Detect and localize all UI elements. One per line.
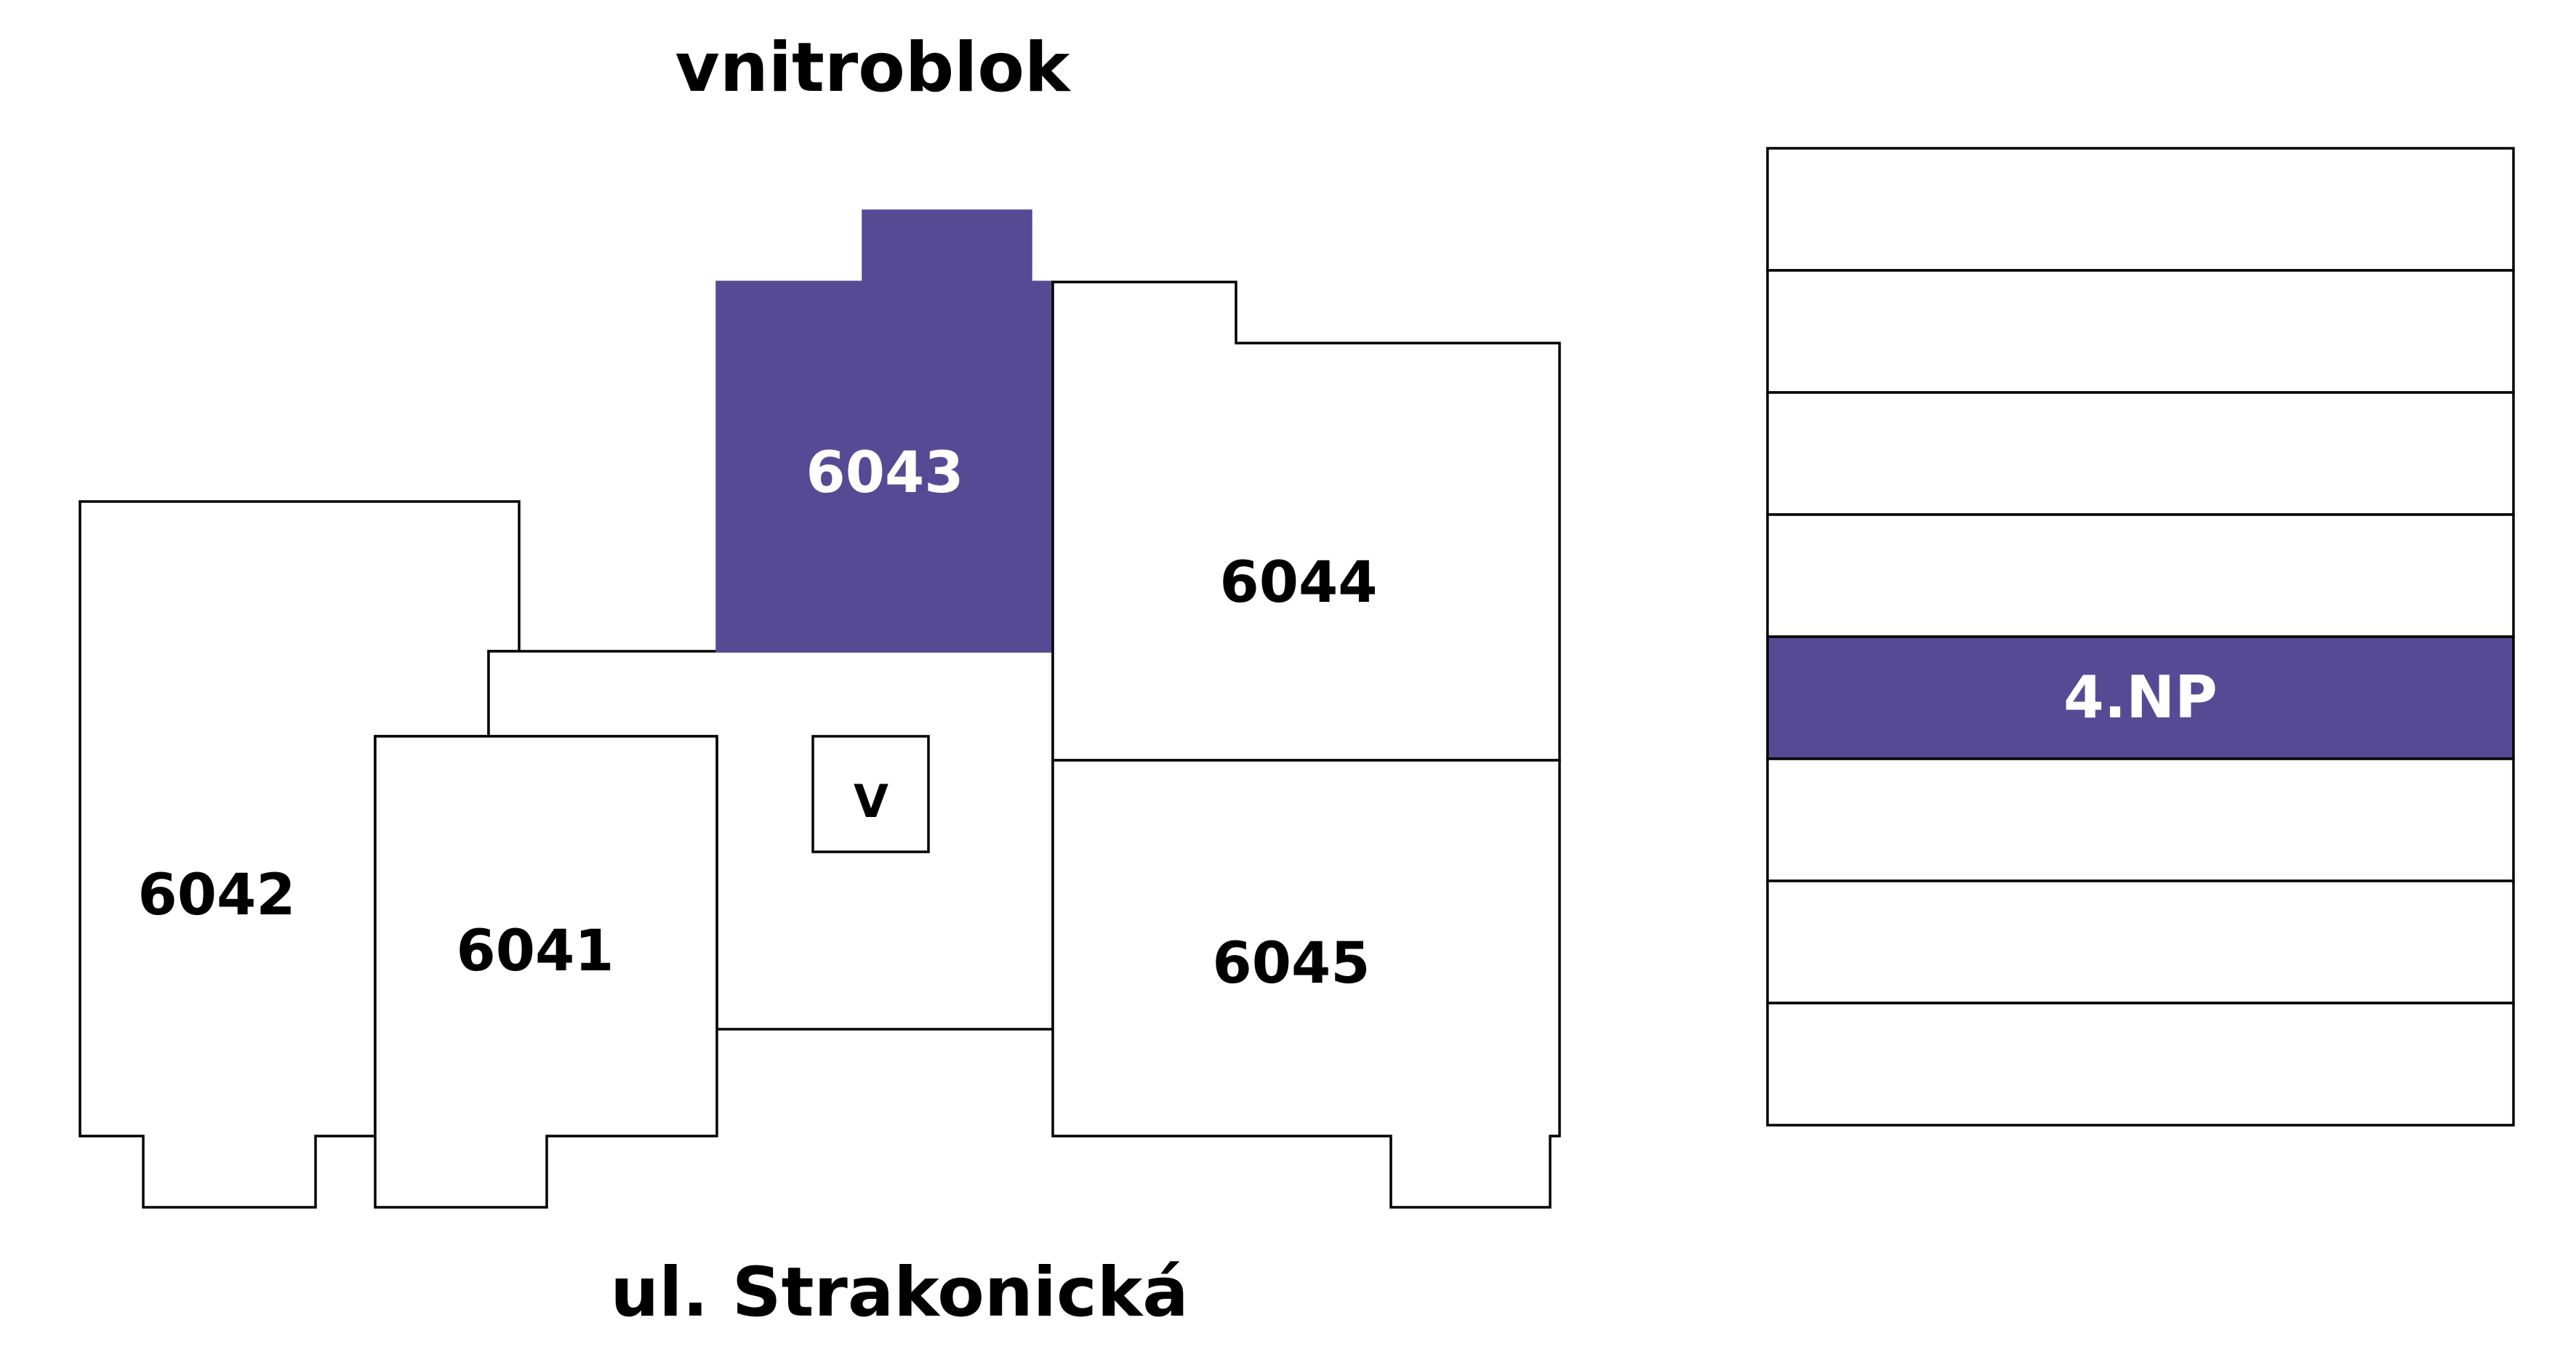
floor-row[interactable]	[1766, 147, 2515, 272]
unit-6045[interactable]	[1051, 759, 1561, 1209]
unit-6045-label: 6045	[1212, 931, 1370, 996]
elevator-label: V	[854, 775, 888, 828]
floor-selector: 4.NP	[1766, 147, 2515, 1127]
floor-label: 4.NP	[2063, 664, 2218, 731]
unit-6043-label: 6043	[806, 440, 963, 506]
street-label: ul. Strakonická	[610, 1253, 1188, 1332]
floor-row[interactable]	[1766, 269, 2515, 394]
floor-row[interactable]	[1766, 1002, 2515, 1127]
floor-row[interactable]	[1766, 391, 2515, 516]
unit-6041-label: 6041	[456, 919, 614, 984]
unit-6042-label: 6042	[137, 863, 295, 928]
unit-6044-label: 6044	[1219, 550, 1377, 616]
floor-row[interactable]	[1766, 513, 2515, 638]
elevator-shaft	[811, 735, 930, 853]
unit-6043[interactable]	[715, 209, 1054, 653]
floor-row[interactable]	[1766, 757, 2515, 882]
unit-6041[interactable]	[374, 735, 718, 1209]
courtyard-label: vnitroblok	[675, 28, 1072, 108]
floor-row-selected[interactable]	[1766, 635, 2515, 760]
unit-6044[interactable]	[1051, 281, 1561, 762]
floor-row[interactable]	[1766, 879, 2515, 1004]
